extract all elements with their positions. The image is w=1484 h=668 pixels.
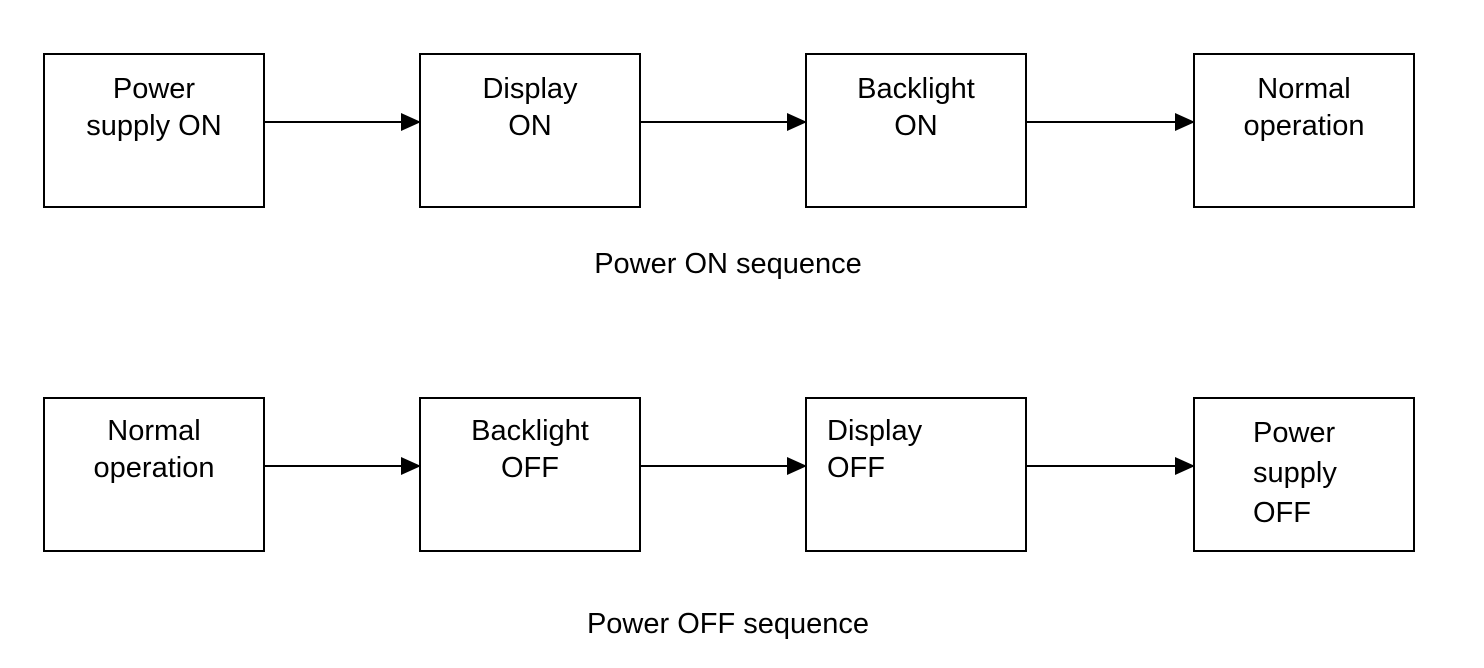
arrow-connector — [641, 457, 807, 475]
step-display-on: Display ON — [419, 53, 641, 208]
arrow-head-icon — [1175, 113, 1195, 131]
arrow-connector — [641, 113, 807, 131]
power-off-caption: Power OFF sequence — [586, 608, 870, 640]
step-backlight-off: Backlight OFF — [419, 397, 641, 552]
step-label: Normal operation — [1243, 73, 1365, 142]
arrow-connector — [265, 457, 421, 475]
power-on-caption: Power ON sequence — [594, 248, 862, 280]
step-normal-operation: Normal operation — [43, 397, 265, 552]
step-label: Display ON — [482, 73, 578, 142]
arrow-head-icon — [401, 457, 421, 475]
step-normal-operation: Normal operation — [1193, 53, 1415, 208]
step-label: Normal operation — [93, 415, 215, 484]
arrow-head-icon — [787, 457, 807, 475]
arrow-connector — [265, 113, 421, 131]
step-power-supply-off: Power supply OFF — [1193, 397, 1415, 552]
step-label: Power supply ON — [86, 73, 222, 142]
arrow-connector — [1027, 113, 1195, 131]
arrow-head-icon — [787, 113, 807, 131]
arrow-head-icon — [1175, 457, 1195, 475]
step-label: Backlight OFF — [471, 415, 589, 484]
step-label: Display OFF — [827, 415, 923, 484]
arrow-head-icon — [401, 113, 421, 131]
step-label: Power supply OFF — [1253, 417, 1337, 529]
step-power-supply-on: Power supply ON — [43, 53, 265, 208]
arrow-connector — [1027, 457, 1195, 475]
step-display-off: Display OFF — [805, 397, 1027, 552]
step-backlight-on: Backlight ON — [805, 53, 1027, 208]
step-label: Backlight ON — [857, 73, 975, 142]
